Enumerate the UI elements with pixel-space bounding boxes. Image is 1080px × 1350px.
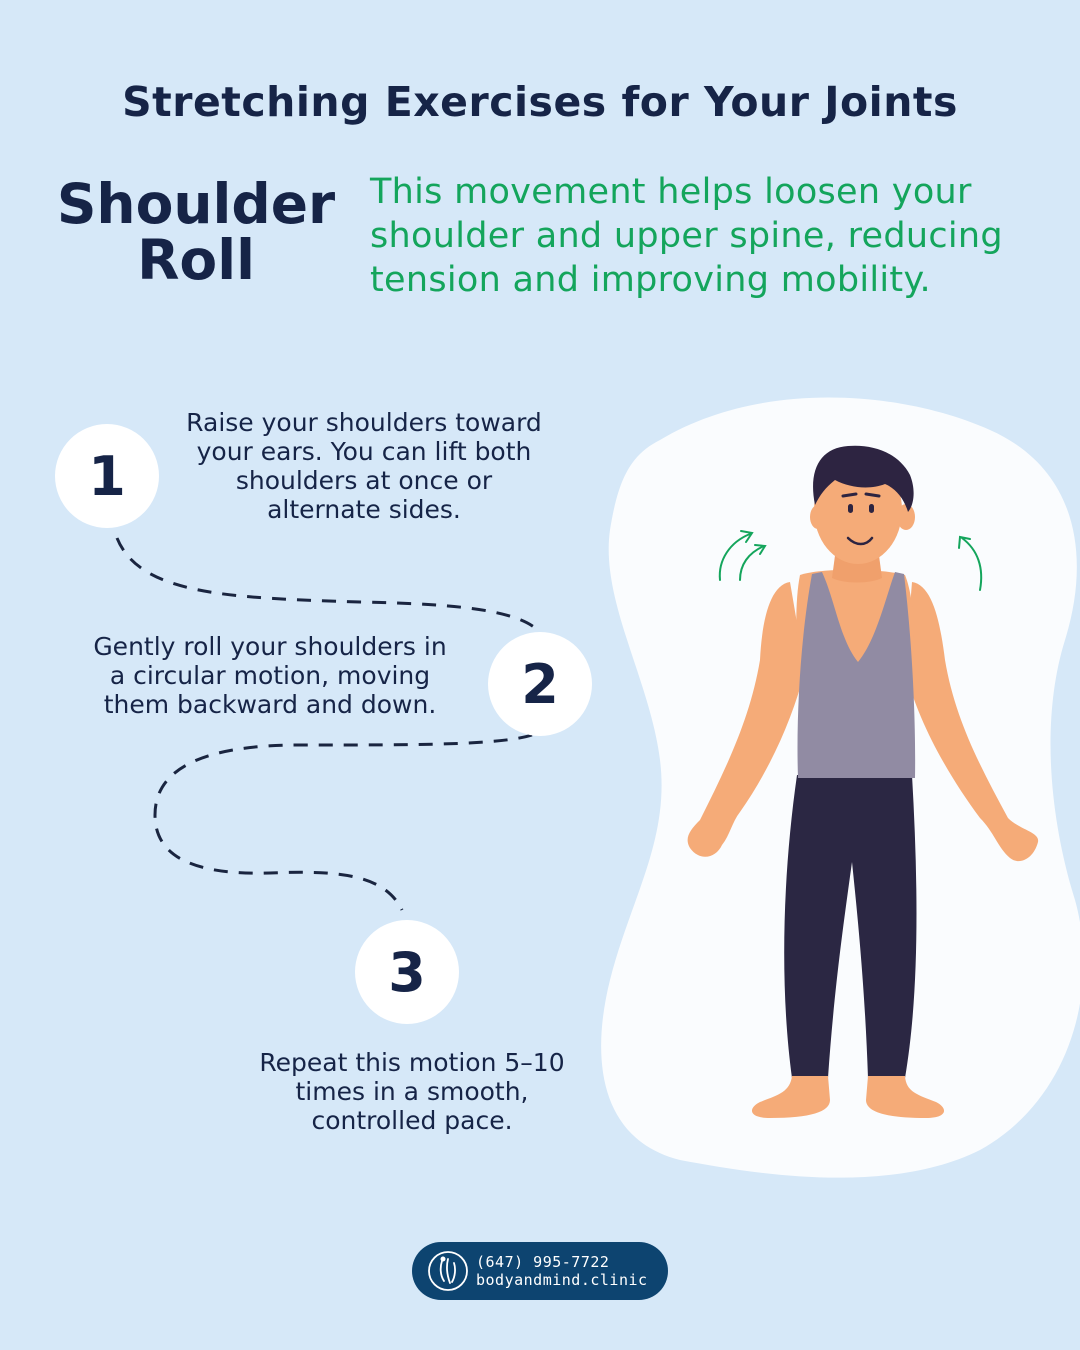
step-instruction: Repeat this motion 5–10 times in a smoot… <box>200 1048 624 1135</box>
step-instruction-line: shoulders at once or <box>235 466 493 495</box>
character-right-arm <box>905 582 1039 862</box>
step-instruction-line: your ears. You can lift both <box>196 437 532 466</box>
exercise-name: Shoulder Roll <box>40 176 352 288</box>
step-instruction: Gently roll your shoulders in a circular… <box>50 632 490 719</box>
clinic-logo-icon <box>428 1251 468 1291</box>
phone-number[interactable]: (647) 995-7722 <box>476 1253 610 1271</box>
character-left-ear <box>810 505 826 529</box>
step-number: 1 <box>88 444 126 508</box>
character-left-arm <box>687 582 805 857</box>
exercise-name-line: Roll <box>137 228 255 292</box>
exercise-name-line: Shoulder <box>56 172 336 236</box>
step-number-badge: 3 <box>355 920 459 1024</box>
step-instruction-line: times in a smooth, <box>295 1077 529 1106</box>
step-instruction-line: Repeat this motion 5–10 <box>259 1048 565 1077</box>
step-instruction-line: alternate sides. <box>267 495 461 524</box>
step-number: 2 <box>521 652 559 716</box>
character-figure <box>687 445 1039 1118</box>
website-link[interactable]: bodyandmind.clinic <box>476 1271 648 1289</box>
step-number: 3 <box>388 940 426 1004</box>
step-number-badge: 1 <box>55 424 159 528</box>
step-instruction-line: controlled pace. <box>311 1106 513 1135</box>
character-right-ear <box>897 504 915 530</box>
exercise-description: This movement helps loosen your shoulder… <box>370 172 1003 300</box>
contact-badge[interactable]: (647) 995-7722 bodyandmind.clinic <box>412 1242 668 1300</box>
character-eyebrows <box>841 492 881 498</box>
step-number-badge: 2 <box>488 632 592 736</box>
step-instruction: Raise your shoulders toward your ears. Y… <box>150 408 578 524</box>
character-hair <box>813 445 914 512</box>
character-left-eye <box>848 504 853 513</box>
character-left-foot <box>751 1076 830 1118</box>
step-instruction-line: a circular motion, moving <box>109 661 431 690</box>
step-connector-path <box>115 537 542 911</box>
page-title: Stretching Exercises for Your Joints <box>122 78 958 126</box>
character-right-foot <box>866 1076 945 1118</box>
character-pants <box>784 775 917 1078</box>
motion-arrow-icon <box>718 530 983 591</box>
step-instruction-line: Gently roll your shoulders in <box>93 632 447 661</box>
step-instruction-line: them backward and down. <box>103 690 437 719</box>
character-tank-top <box>797 572 916 778</box>
step-instruction-line: Raise your shoulders toward <box>186 408 542 437</box>
character-mouth <box>846 536 874 546</box>
contact-info: (647) 995-7722 bodyandmind.clinic <box>476 1253 648 1289</box>
character-right-eye <box>869 504 874 513</box>
